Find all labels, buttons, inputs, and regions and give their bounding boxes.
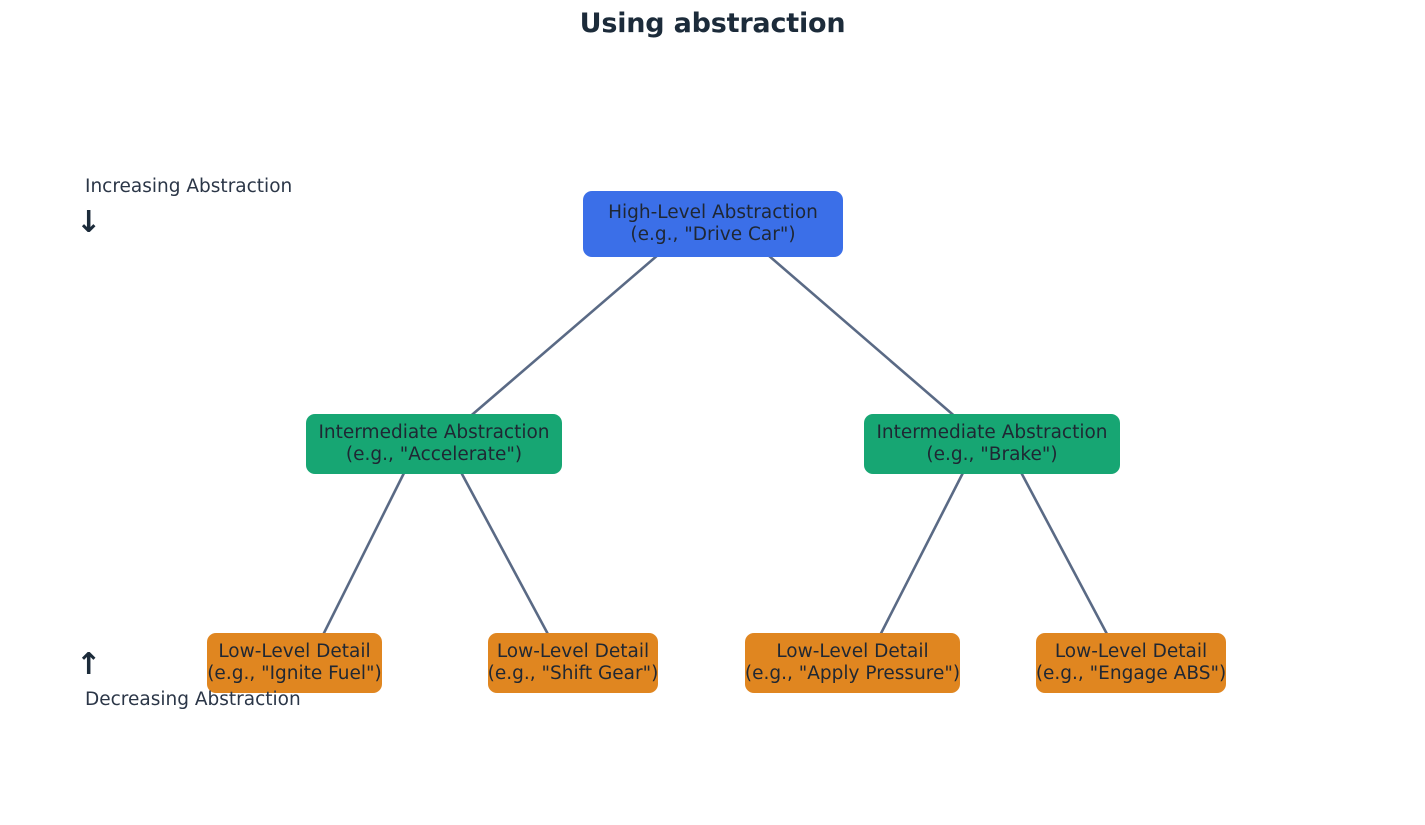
edge-root-to-mid-right	[745, 235, 975, 434]
edge-mid-left-to-leaf-1	[313, 460, 412, 653]
node-label-line2: (e.g., "Shift Gear")	[487, 663, 659, 684]
node-low-level-engage-abs[interactable]: Low-Level Detail (e.g., "Engage ABS")	[1036, 633, 1226, 693]
edges-root-to-intermediate	[450, 235, 975, 434]
node-label-line2: (e.g., "Accelerate")	[345, 444, 523, 465]
node-label-line2: (e.g., "Brake")	[926, 444, 1058, 465]
node-label-line2: (e.g., "Drive Car")	[630, 224, 796, 245]
node-label-line2: (e.g., "Engage ABS")	[1035, 663, 1227, 684]
decreasing-abstraction-label: Decreasing Abstraction	[85, 689, 301, 710]
node-intermediate-accelerate[interactable]: Intermediate Abstraction (e.g., "Acceler…	[306, 414, 562, 474]
node-high-level-abstraction[interactable]: High-Level Abstraction (e.g., "Drive Car…	[583, 191, 843, 257]
node-label-line1: Intermediate Abstraction	[876, 422, 1108, 444]
node-low-level-apply-pressure[interactable]: Low-Level Detail (e.g., "Apply Pressure"…	[745, 633, 960, 693]
edge-root-to-mid-left	[450, 235, 681, 434]
node-label-line1: Low-Level Detail	[776, 641, 929, 663]
node-label-line2: (e.g., "Ignite Fuel")	[207, 663, 382, 684]
node-low-level-ignite-fuel[interactable]: Low-Level Detail (e.g., "Ignite Fuel")	[207, 633, 382, 693]
edge-mid-right-to-leaf-3	[870, 460, 971, 653]
arrow-down-icon: ↓	[76, 205, 102, 240]
node-intermediate-brake[interactable]: Intermediate Abstraction (e.g., "Brake")	[864, 414, 1120, 474]
edge-mid-right-to-leaf-4	[1013, 460, 1118, 653]
edge-mid-left-to-leaf-2	[453, 460, 559, 653]
node-label-line1: High-Level Abstraction	[608, 202, 818, 224]
node-label-line1: Intermediate Abstraction	[318, 422, 550, 444]
node-label-line1: Low-Level Detail	[496, 641, 650, 663]
node-low-level-shift-gear[interactable]: Low-Level Detail (e.g., "Shift Gear")	[488, 633, 658, 693]
node-label-line1: Low-Level Detail	[1054, 641, 1208, 663]
node-label-line1: Low-Level Detail	[218, 641, 371, 663]
edges-intermediate-to-leaf	[313, 460, 1118, 653]
page-title: Using abstraction	[579, 8, 846, 39]
increasing-abstraction-label: Increasing Abstraction	[85, 176, 293, 197]
arrow-up-icon: ↑	[76, 647, 102, 682]
node-label-line2: (e.g., "Apply Pressure")	[744, 663, 961, 684]
